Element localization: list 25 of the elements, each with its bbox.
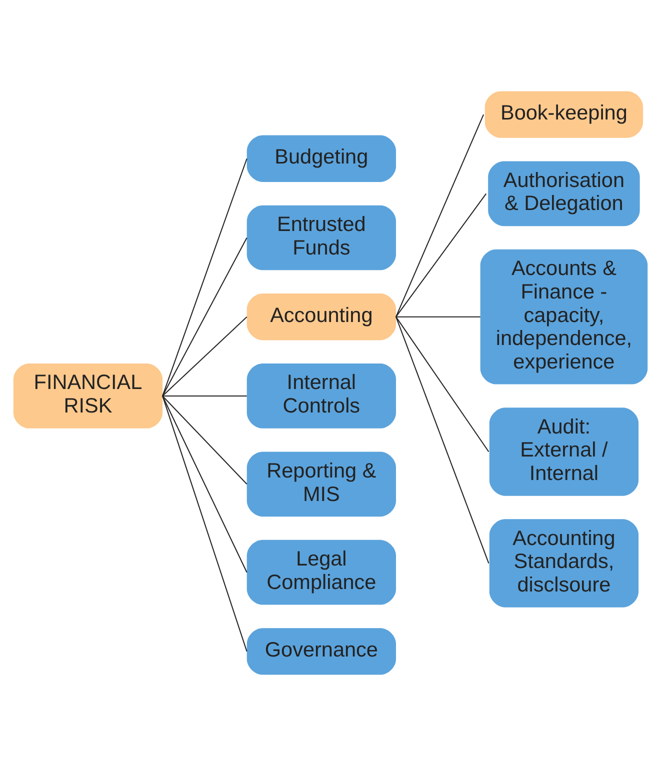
connector: [162, 316, 248, 396]
node-box: Budgeting: [246, 135, 396, 182]
node-box: Audit: External / Internal: [489, 408, 639, 496]
connector: [162, 396, 248, 573]
connector: [396, 193, 487, 318]
connector: [162, 396, 248, 652]
connector: [162, 238, 248, 396]
node-box: Governance: [246, 628, 396, 675]
node-box: Accounts & Finance - capacity, independence, experience: [480, 249, 648, 384]
node-box: Book-keeping: [484, 91, 644, 138]
node-box: Authorisation & Delegation: [488, 161, 640, 226]
node-box: FINANCIAL RISK: [13, 364, 163, 428]
node-box: Entrusted Funds: [246, 205, 396, 270]
connector: [162, 395, 247, 396]
connector: [396, 316, 490, 564]
connector: [396, 316, 490, 452]
node-box: Accounting: [246, 294, 396, 340]
node-box: Internal Controls: [246, 364, 396, 428]
node-box: Legal Compliance: [246, 540, 396, 605]
connector: [396, 316, 480, 318]
connector: [162, 158, 248, 396]
connector: [396, 114, 484, 318]
node-box: Accounting Standards, disclsoure: [489, 519, 639, 608]
node-box: Reporting & MIS: [246, 452, 396, 517]
connector: [162, 396, 248, 485]
